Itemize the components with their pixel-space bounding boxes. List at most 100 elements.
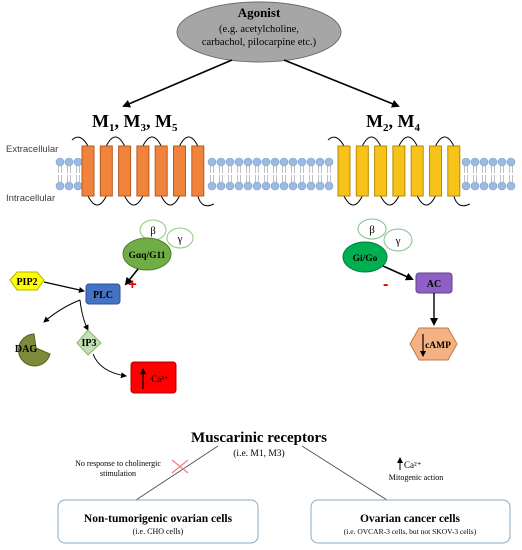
arrow-plc-to-ip3 [79,299,89,331]
agonist-node: Agonist (e.g. acetylcholine, carbachol, … [176,1,342,63]
arrow-agonist-to-m24 [283,59,400,108]
muscarinic-receptors-title: Muscarinic receptors [191,430,327,446]
transmembrane-helix [447,145,461,197]
lipid-molecule [506,157,516,191]
transmembrane-helix [99,145,113,197]
g-protein-left: β γ Gαq/G11 [122,219,194,271]
lipid-molecule [497,157,507,191]
line-to-non-tumorigenic [135,445,219,501]
transmembrane-helix [355,145,369,197]
lipid-molecule [306,157,316,191]
lipid-molecule [207,157,217,191]
transmembrane-helix [374,145,388,197]
lipid-molecule [288,157,298,191]
receptor-loop [160,195,180,206]
g-protein-right: β γ Gi/Go [342,218,413,273]
receptor-loop [435,136,455,147]
lipid-molecule [64,157,74,191]
beta-subunit-right: β [369,224,375,236]
receptor-m135 [71,136,215,207]
lipid-molecule [488,157,498,191]
extracellular-label: Extracellular [6,144,58,155]
lipid-molecule [252,157,262,191]
transmembrane-helix [118,145,132,197]
dag-node: DAG [15,333,51,367]
agonist-title: Agonist [238,5,281,20]
lipid-molecule [470,157,480,191]
arrow-ip3-to-calcium [92,353,127,379]
ovarian-cancer-subtitle: (i.e. OVCAR-3 cells, but not SKOV-3 cell… [344,527,477,536]
receptor-n-terminus [71,136,89,147]
receptor-loop [142,136,162,147]
no-response-note-line1: No response to cholinergic [75,459,161,468]
lipid-molecule [461,157,471,191]
plc-label: PLC [93,290,113,301]
calcium-node: Ca²⁺ [130,361,177,394]
beta-subunit-left: β [150,225,156,237]
ovarian-cancer-box: Ovarian cancer cells (i.e. OVCAR-3 cells… [310,499,511,544]
non-tumorigenic-box: Non-tumorigenic ovarian cells (i.e. CHO … [57,499,259,544]
no-response-note-line2: stimulation [100,469,136,478]
receptor-c-terminus [197,195,215,207]
right-note-calcium: Ca²⁺ [404,460,422,470]
non-tumorigenic-subtitle: (i.e. CHO cells) [133,527,184,536]
arrow-pip2-to-plc [43,281,85,293]
pip2-node: PIP2 [9,271,45,291]
transmembrane-helix [191,145,205,197]
ovarian-cancer-title: Ovarian cancer cells [360,513,461,525]
camp-node: cAMP [409,327,458,361]
intracellular-label: Intracellular [6,193,55,204]
agonist-examples-line1: (e.g. acetylcholine, [219,24,299,35]
receptor-loop [87,195,107,206]
arrow-plc-to-dag [43,299,81,323]
transmembrane-helix [392,145,406,197]
receptor-loop [361,136,382,147]
lipid-molecule [225,157,235,191]
lipid-molecule [55,157,65,191]
transmembrane-helix [81,145,95,197]
ip3-node: IP3 [76,329,102,356]
transmembrane-helix [429,145,442,197]
lipid-bilayer [55,157,516,191]
transmembrane-helix [136,145,150,197]
lipid-molecule [315,157,325,191]
transmembrane-helix [337,145,351,197]
receptor-loop [380,195,400,206]
receptor-loop [124,195,144,206]
lipid-molecule [279,157,289,191]
ac-minus-sign: - [383,276,388,293]
receptor-n-terminus [327,136,345,147]
transmembrane-helix [154,145,168,197]
lipid-molecule [234,157,244,191]
receptor-loop [398,136,418,147]
arrow-gi-to-ac [382,265,414,281]
lipid-molecule [270,157,280,191]
arrow-agonist-to-m135 [122,59,233,108]
receptor-loop [179,136,199,147]
lipid-molecule [324,157,334,191]
lipid-molecule [216,157,226,191]
ac-node: AC [415,272,453,294]
receptor-label-m135: M1, M3, M5 [92,111,178,134]
ip3-label: IP3 [82,338,97,349]
dag-label: DAG [15,344,37,355]
gamma-subunit-left: γ [177,233,183,245]
g-alpha-right: Gi/Go [353,254,378,264]
plc-plus-sign: + [128,276,137,293]
transmembrane-helix [173,145,186,197]
receptor-c-terminus [453,195,471,207]
lipid-molecule [243,157,253,191]
non-tumorigenic-title: Non-tumorigenic ovarian cells [84,513,233,525]
mitogenic-action-note: Mitogenic action [389,473,443,482]
lipid-molecule [261,157,271,191]
receptor-label-m24: M2, M4 [366,111,421,134]
lipid-molecule [73,157,83,191]
arrow-gq-to-plc [124,268,139,286]
pip2-label: PIP2 [16,277,37,288]
ac-label: AC [427,279,441,290]
receptor-loop [416,195,436,206]
line-to-cancer-cells [301,445,388,501]
gamma-subunit-right: γ [395,235,401,247]
calcium-label: Ca²⁺ [151,374,169,384]
